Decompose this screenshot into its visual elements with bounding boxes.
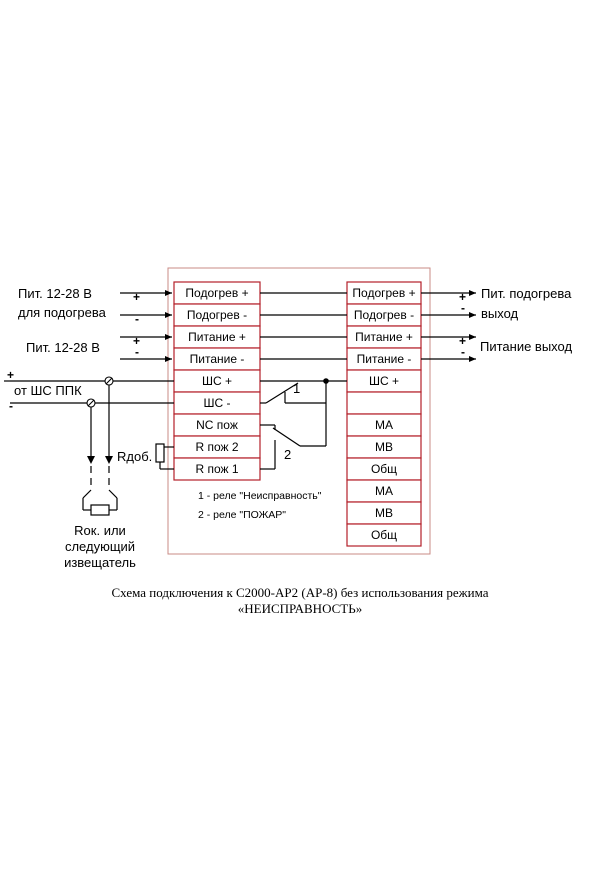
left-terminal-label: Подогрев + [185, 286, 248, 300]
right-output-wires [421, 290, 476, 362]
plus-sign: + [133, 334, 140, 348]
left-terminal-label: ШС + [202, 374, 232, 388]
arrow-down-icon [87, 456, 95, 464]
left-terminal-label: R пож 1 [195, 462, 238, 476]
relay-1-contact [260, 380, 347, 446]
legend-relay-1: 1 - реле "Неисправность" [198, 490, 322, 502]
right-terminal-label: Подогрев + [352, 286, 415, 300]
heater-supply-label-2: для подогрева [18, 305, 107, 320]
device-outline [167, 267, 431, 555]
left-terminal-label: Питание + [188, 330, 246, 344]
heater-output-label-2: выход [481, 306, 519, 321]
caption-line-2: «НЕИСПРАВНОСТЬ» [237, 601, 363, 616]
power-supply-label: Пит. 12-28 В [26, 340, 100, 355]
right-terminal [346, 523, 422, 547]
left-terminal-label: Питание - [190, 352, 245, 366]
right-terminal-label: МА [375, 484, 393, 498]
right-terminal-label: Общ [371, 528, 397, 542]
right-terminal-label: МА [375, 418, 393, 432]
ppk-loop-label: от ШС ППК [14, 383, 82, 398]
left-terminal-label: Подогрев - [187, 308, 247, 322]
additional-resistor [155, 443, 174, 470]
right-terminal-label: МВ [375, 440, 393, 454]
relay-2-contact [260, 424, 326, 470]
end-device-label: следующий [65, 539, 135, 554]
arrow-down-icon [105, 456, 113, 464]
passthrough-wires [260, 292, 347, 360]
power-output-label: Питание выход [480, 339, 572, 354]
relay-2-number: 2 [284, 447, 291, 462]
left-terminal-label: ШС - [204, 396, 231, 410]
left-input-signs: + - + - [133, 290, 140, 359]
plus-sign: + [133, 290, 140, 304]
minus-sign: - [135, 312, 139, 326]
caption-line-1: Схема подключения к С2000-АР2 (АР-8) без… [111, 585, 489, 600]
plus-sign: + [459, 334, 466, 348]
junction-dot [323, 378, 329, 384]
minus-sign: - [461, 301, 465, 315]
legend-relay-2: 2 - реле "ПОЖАР" [198, 509, 286, 521]
figure-caption: Схема подключения к С2000-АР2 (АР-8) без… [0, 585, 600, 617]
end-resistor-symbol [90, 504, 110, 516]
end-device-label: Rок. или [74, 523, 126, 538]
left-terminal-label: R пож 2 [195, 440, 238, 454]
right-terminal-label: МВ [375, 506, 393, 520]
heater-output-label: Пит. подогрева [481, 286, 572, 301]
left-terminal-block: Подогрев + Подогрев - Питание + Питание … [173, 281, 261, 481]
right-terminal-label: Питание - [357, 352, 412, 366]
minus-sign: - [9, 399, 13, 413]
right-output-signs: + - + - [459, 290, 466, 359]
heater-supply-label: Пит. 12-28 В [18, 286, 92, 301]
minus-sign: - [461, 345, 465, 359]
plus-sign: + [459, 290, 466, 304]
plus-sign: + [7, 368, 14, 382]
minus-sign: - [135, 345, 139, 359]
end-device-label: извещатель [64, 555, 136, 570]
right-terminal-label: Подогрев - [354, 308, 414, 322]
branch-wires [82, 385, 118, 511]
left-input-wires [120, 290, 172, 362]
right-terminal-label: ШС + [369, 374, 399, 388]
right-terminal-block: Подогрев + Подогрев - Питание + Питание … [346, 281, 422, 547]
resistor-label: Rдоб. [117, 449, 152, 464]
relay-1-number: 1 [293, 381, 300, 396]
right-terminal-label: Питание + [355, 330, 413, 344]
left-terminal-label: NC пож [196, 418, 238, 432]
right-terminal [346, 391, 422, 415]
right-terminal-label: Общ [371, 462, 397, 476]
